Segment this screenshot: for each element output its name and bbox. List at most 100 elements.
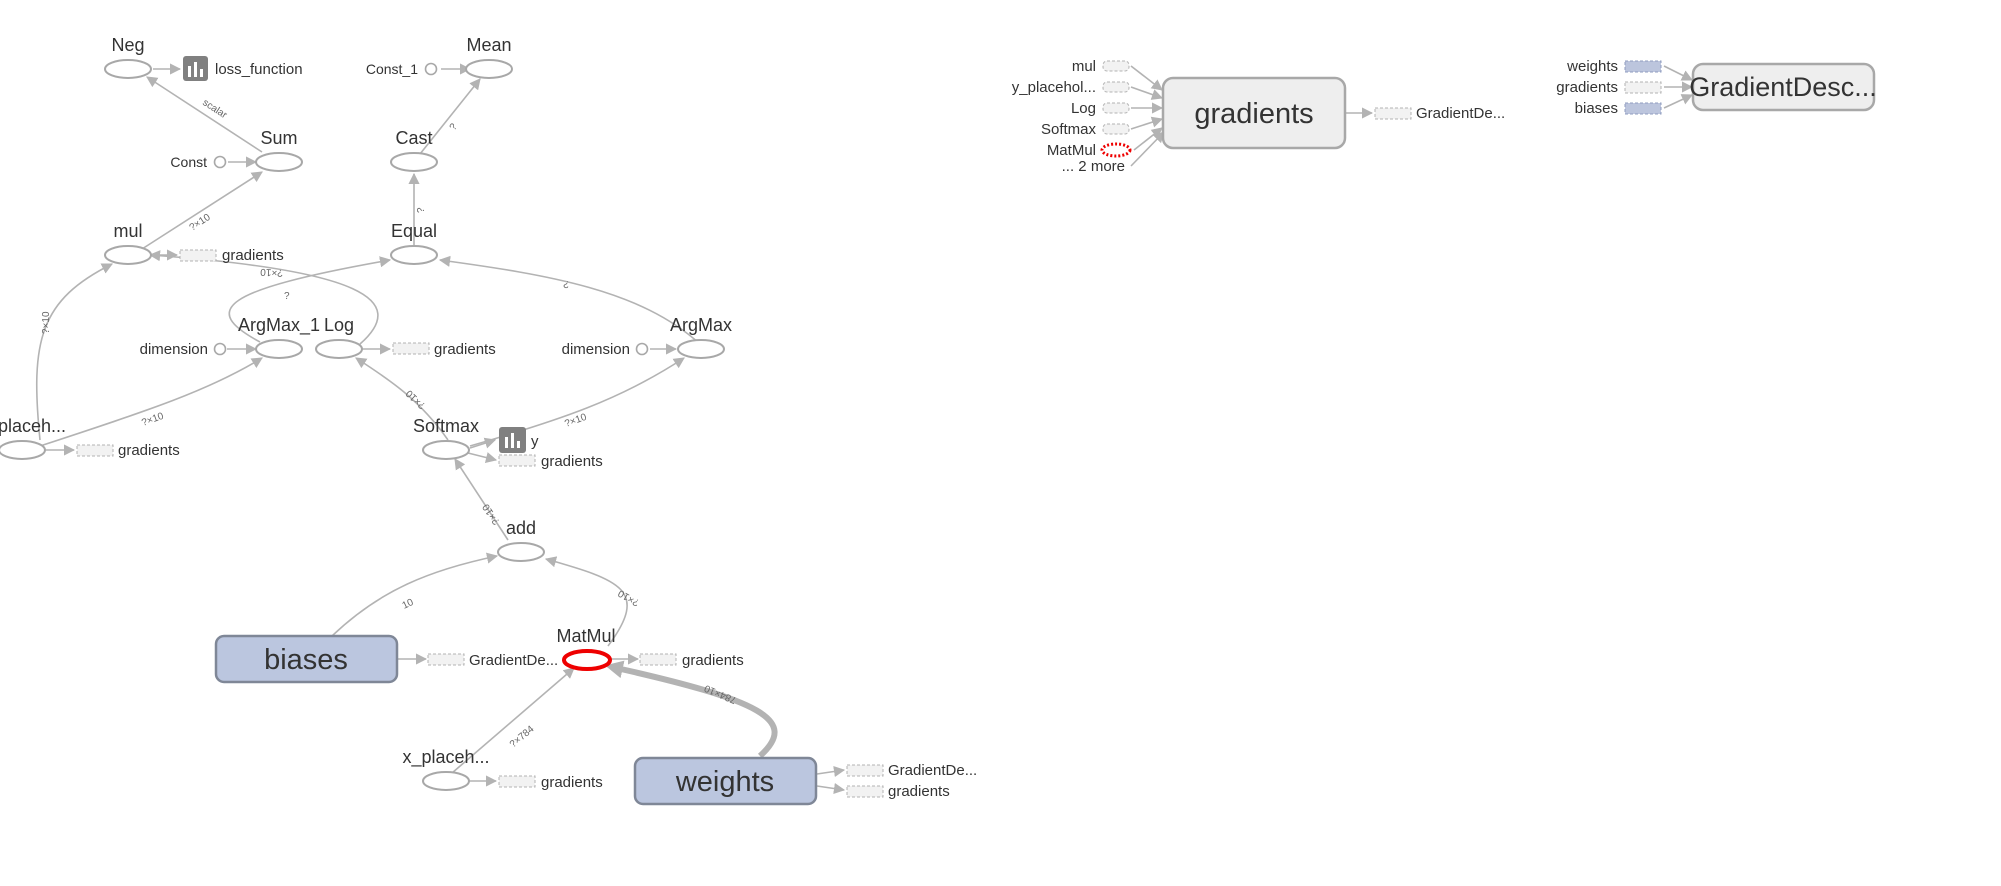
edge-label-sum-neg: scalar	[200, 97, 229, 121]
gd-input-biases[interactable]: biases	[1575, 100, 1662, 117]
proxy-gradients-weights-box[interactable]	[846, 785, 884, 798]
gd-input-gradients[interactable]: gradients	[1556, 79, 1662, 96]
summary-loss-function[interactable]: loss_function	[183, 56, 303, 81]
node-softmax-shape[interactable]	[422, 440, 470, 460]
edge-weights-matmul	[604, 660, 778, 759]
proxy-gradients-mul[interactable]: gradients	[179, 247, 284, 264]
gradients-input-matmul[interactable]: MatMul	[1047, 142, 1132, 159]
node-x-placeholder[interactable]: x_placeh...	[402, 747, 490, 791]
proxy-gradients-log-box[interactable]	[392, 342, 430, 355]
proxy-gradients-softmax[interactable]: gradients	[498, 453, 603, 470]
gradients-input-log-box[interactable]	[1102, 102, 1130, 114]
node-argmax[interactable]: ArgMax	[670, 315, 732, 359]
gd-input-weights-box[interactable]	[1624, 60, 1662, 73]
gradients-input-softmax[interactable]: Softmax	[1041, 121, 1130, 138]
proxy-gradients-x-box[interactable]	[498, 775, 536, 788]
node-biases-box[interactable]	[214, 634, 399, 684]
gradients-output-gradientdesc[interactable]: GradientDe...	[1374, 105, 1505, 122]
node-argmax-1[interactable]: ArgMax_1	[238, 315, 320, 359]
gd-input-biases-box[interactable]	[1624, 102, 1662, 115]
edge-label-mul-sum: ?×10	[188, 212, 213, 234]
proxy-gradients-log[interactable]: gradients	[392, 341, 496, 358]
proxy-gradients-matmul[interactable]: gradients	[639, 652, 744, 669]
node-argmax-shape[interactable]	[677, 339, 725, 359]
proxy-gradients-placeholder-box[interactable]	[76, 444, 114, 457]
edge-label-biases-add: 10	[401, 597, 416, 612]
node-add[interactable]: add	[497, 518, 545, 562]
node-neg-shape[interactable]	[104, 59, 152, 79]
gradients-metanode-group: mul y_placehol... Log Softmax MatMul ...…	[1012, 58, 1505, 175]
node-weights-box[interactable]	[633, 756, 818, 806]
node-log[interactable]: Log	[315, 315, 363, 359]
const-1[interactable]: Const_1	[366, 61, 438, 77]
node-log-shape[interactable]	[315, 339, 363, 359]
proxy-gradient-descent-biases-label: GradientDe...	[469, 652, 558, 669]
edge-label-softmax-argmax: ?×10	[563, 412, 588, 430]
node-mul[interactable]: mul	[104, 221, 152, 265]
node-cast-shape[interactable]	[390, 152, 438, 172]
gradient-descent-metanode[interactable]: GradientDesc...	[1689, 62, 1877, 112]
edge-label-x-matmul: ?×784	[508, 724, 537, 751]
proxy-gradient-descent-weights[interactable]: GradientDe...	[846, 762, 977, 779]
node-matmul[interactable]: MatMul	[556, 626, 616, 671]
node-x-placeholder-shape[interactable]	[422, 771, 470, 791]
node-neg[interactable]: Neg	[104, 35, 152, 79]
const[interactable]: Const	[170, 154, 227, 170]
node-mean-shape[interactable]	[465, 59, 513, 79]
summary-y[interactable]: y	[499, 427, 539, 453]
node-weights[interactable]: weights	[633, 756, 818, 806]
gd-input-gradients-box[interactable]	[1624, 81, 1662, 94]
node-y-placeholder[interactable]: placeh...	[0, 416, 66, 460]
gradients-input-matmul-selected[interactable]	[1100, 142, 1132, 158]
proxy-gradients-softmax-box[interactable]	[498, 454, 536, 467]
dimension-right[interactable]: dimension	[562, 341, 649, 358]
gradient-descent-metanode-box[interactable]	[1691, 62, 1876, 112]
node-add-shape[interactable]	[497, 542, 545, 562]
summary-y-label: y	[531, 433, 539, 450]
node-mean[interactable]: Mean	[465, 35, 513, 79]
proxy-gradients-mul-box[interactable]	[179, 249, 217, 262]
gradients-output-box[interactable]	[1374, 107, 1412, 120]
proxy-gradients-placeholder-label: gradients	[118, 442, 180, 459]
dimension-left-shape[interactable]	[213, 342, 227, 356]
proxy-gradients-weights[interactable]: gradients	[846, 783, 950, 800]
gradients-metanode[interactable]: gradients	[1161, 76, 1347, 150]
gradients-input-more[interactable]: ... 2 more	[1062, 158, 1125, 175]
gd-input-weights[interactable]: weights	[1566, 58, 1662, 75]
gradients-input-mul[interactable]: mul	[1072, 58, 1130, 75]
node-equal[interactable]: Equal	[390, 221, 438, 265]
gradients-input-y-placeholder-box[interactable]	[1102, 81, 1130, 93]
gradients-input-log[interactable]: Log	[1071, 100, 1130, 117]
node-equal-shape[interactable]	[390, 245, 438, 265]
dimension-left[interactable]: dimension	[140, 341, 227, 358]
proxy-gradients-matmul-box[interactable]	[639, 653, 677, 666]
proxy-gradients-mul-label: gradients	[222, 247, 284, 264]
const-1-shape[interactable]	[424, 62, 438, 76]
proxy-gradient-descent-biases[interactable]: GradientDe...	[427, 652, 558, 669]
gradients-metanode-box[interactable]	[1161, 76, 1347, 150]
const-shape[interactable]	[213, 155, 227, 169]
gradients-input-y-placeholder[interactable]: y_placehol...	[1012, 79, 1130, 96]
proxy-gradients-placeholder[interactable]: gradients	[76, 442, 180, 459]
node-biases[interactable]: biases	[214, 634, 399, 684]
edge-label-matmul-add: ?×10	[616, 587, 641, 608]
node-cast[interactable]: Cast	[390, 128, 438, 172]
gradients-input-softmax-box[interactable]	[1102, 123, 1130, 135]
edge-biases-add	[331, 552, 499, 637]
node-argmax-1-shape[interactable]	[255, 339, 303, 359]
dimension-right-shape[interactable]	[635, 342, 649, 356]
node-sum[interactable]: Sum	[255, 128, 303, 172]
node-softmax[interactable]: Softmax	[413, 416, 479, 460]
gradients-input-softmax-label: Softmax	[1041, 121, 1097, 138]
node-matmul-shape[interactable]	[562, 649, 612, 671]
gradients-input-log-label: Log	[1071, 100, 1096, 117]
proxy-gradient-descent-biases-box[interactable]	[427, 653, 465, 666]
proxy-gradients-x[interactable]: gradients	[498, 774, 603, 791]
proxy-gradient-descent-weights-box[interactable]	[846, 764, 884, 777]
node-sum-shape[interactable]	[255, 152, 303, 172]
node-mul-shape[interactable]	[104, 245, 152, 265]
gradients-output-label: GradientDe...	[1416, 105, 1505, 122]
node-y-placeholder-shape[interactable]	[0, 440, 46, 460]
gradients-input-mul-box[interactable]	[1102, 60, 1130, 72]
